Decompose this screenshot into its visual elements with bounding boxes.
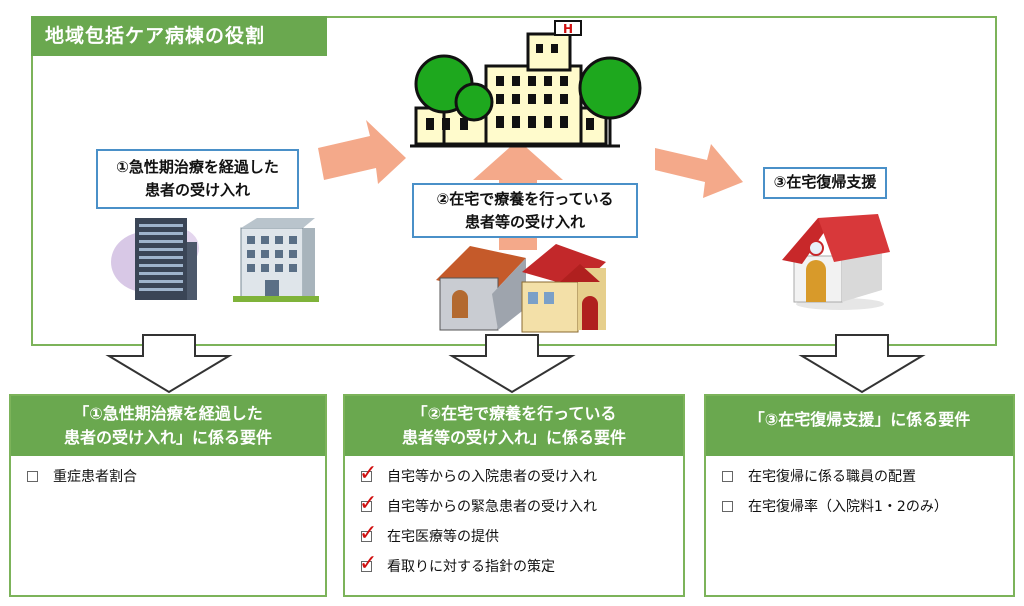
- list-item: ✓ 自宅等からの入院患者の受け入れ: [345, 461, 683, 492]
- requirement-list-3: 在宅復帰に係る職員の配置 在宅復帰率（入院料1・2のみ）: [706, 462, 1013, 522]
- role3-callout: ③在宅復帰支援: [763, 167, 887, 199]
- acute-hospital-buildings-icon: [111, 218, 319, 302]
- role3-line1: ③在宅復帰支援: [773, 173, 877, 191]
- arrow-right-left: [318, 120, 406, 184]
- requirement-text: 在宅復帰率（入院料1・2のみ）: [748, 499, 948, 515]
- frame-title: 地域包括ケア病棟の役割: [31, 16, 327, 56]
- requirement-text: 在宅復帰に係る職員の配置: [748, 469, 916, 485]
- list-item: ✓ 在宅医療等の提供: [345, 521, 683, 552]
- checkbox-icon: [361, 471, 372, 482]
- list-item: 在宅復帰に係る職員の配置: [706, 462, 1013, 492]
- checkbox-icon: [722, 501, 733, 512]
- red-check-icon: ✓: [359, 551, 378, 576]
- list-item: ✓ 自宅等からの緊急患者の受け入れ: [345, 491, 683, 522]
- red-check-icon: ✓: [359, 491, 378, 516]
- list-item: ✓ 看取りに対する指針の策定: [345, 551, 683, 582]
- checkbox-icon: [361, 531, 372, 542]
- requirement-list-1: 重症患者割合: [11, 462, 325, 492]
- list-item: 重症患者割合: [11, 462, 325, 492]
- checkbox-icon: [361, 501, 372, 512]
- requirement-head-1-line1: 「①急性期治療を経過した: [73, 404, 263, 423]
- role2-callout: ②在宅で療養を行っている 患者等の受け入れ: [412, 183, 638, 238]
- checkbox-icon: [722, 471, 733, 482]
- red-check-icon: ✓: [359, 461, 378, 486]
- requirement-head-3-line1: 「③在宅復帰支援」に係る要件: [748, 410, 971, 429]
- down-arrow-3: [798, 334, 926, 394]
- down-arrow-1: [105, 334, 233, 394]
- hospital-icon: H: [410, 20, 642, 148]
- red-check-icon: ✓: [359, 521, 378, 546]
- requirement-text: 重症患者割合: [53, 469, 137, 485]
- role2-line2: 患者等の受け入れ: [464, 213, 585, 231]
- requirement-head-3: 「③在宅復帰支援」に係る要件: [706, 396, 1013, 456]
- role2-line1: ②在宅で療養を行っている: [436, 190, 614, 208]
- requirement-head-2-line1: 「②在宅で療養を行っている: [411, 404, 617, 423]
- svg-text:H: H: [563, 22, 573, 36]
- arrow-right-right: [655, 144, 743, 198]
- role1-line1: ①急性期治療を経過した: [116, 158, 279, 176]
- role1-callout: ①急性期治療を経過した 患者の受け入れ: [96, 149, 299, 209]
- checkbox-icon: [27, 471, 38, 482]
- role1-line2: 患者の受け入れ: [144, 181, 250, 199]
- requirement-box-1: 「①急性期治療を経過した 患者の受け入れ」に係る要件 重症患者割合: [9, 394, 327, 597]
- requirement-box-3: 「③在宅復帰支援」に係る要件 在宅復帰に係る職員の配置 在宅復帰率（入院料1・2…: [704, 394, 1015, 597]
- requirement-text: 在宅医療等の提供: [387, 529, 499, 545]
- requirement-text: 自宅等からの緊急患者の受け入れ: [387, 499, 597, 515]
- requirement-box-2: 「②在宅で療養を行っている 患者等の受け入れ」に係る要件 ✓ 自宅等からの入院患者…: [343, 394, 685, 597]
- requirement-head-2-line2: 患者等の受け入れ」に係る要件: [401, 428, 626, 447]
- requirement-list-2: ✓ 自宅等からの入院患者の受け入れ ✓ 自宅等からの緊急患者の受け入れ ✓ 在宅医療等…: [345, 461, 683, 582]
- requirement-head-2: 「②在宅で療養を行っている 患者等の受け入れ」に係る要件: [345, 396, 683, 456]
- down-arrow-2: [448, 334, 576, 394]
- home-icon: [782, 214, 890, 310]
- list-item: 在宅復帰率（入院料1・2のみ）: [706, 492, 1013, 522]
- requirement-head-1-line2: 患者の受け入れ」に係る要件: [63, 428, 272, 447]
- requirement-text: 看取りに対する指針の策定: [387, 559, 555, 575]
- checkbox-icon: [361, 561, 372, 572]
- requirement-head-1: 「①急性期治療を経過した 患者の受け入れ」に係る要件: [11, 396, 325, 456]
- homes-icon: [436, 244, 606, 333]
- requirement-text: 自宅等からの入院患者の受け入れ: [387, 469, 597, 485]
